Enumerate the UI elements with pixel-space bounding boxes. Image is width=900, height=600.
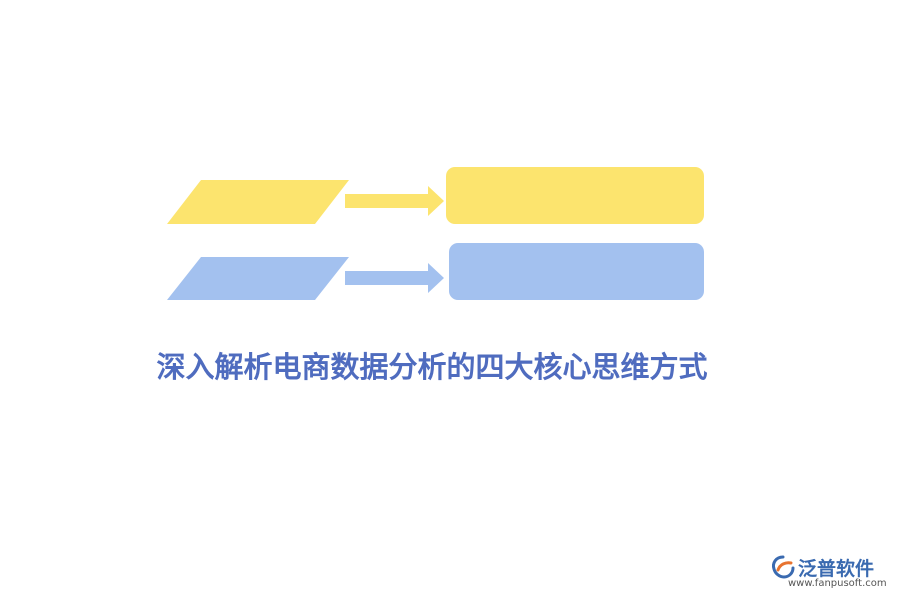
- parallelogram-1: [167, 180, 349, 224]
- arrow-2: [345, 263, 444, 293]
- box-2: [449, 243, 704, 300]
- fanpu-logo-icon: [772, 555, 795, 579]
- page-title: 深入解析电商数据分析的四大核心思维方式: [156, 350, 708, 384]
- box-1: [446, 167, 704, 224]
- diagram-row-1: [167, 167, 704, 224]
- diagram-row-2: [167, 243, 704, 300]
- parallelogram-2: [167, 257, 349, 300]
- logo-url: www.fanpusoft.com: [788, 578, 887, 589]
- brand-logo: 泛普软件 www.fanpusoft.com: [770, 552, 892, 592]
- logo-name: 泛普软件: [798, 558, 875, 580]
- arrow-1: [345, 186, 444, 216]
